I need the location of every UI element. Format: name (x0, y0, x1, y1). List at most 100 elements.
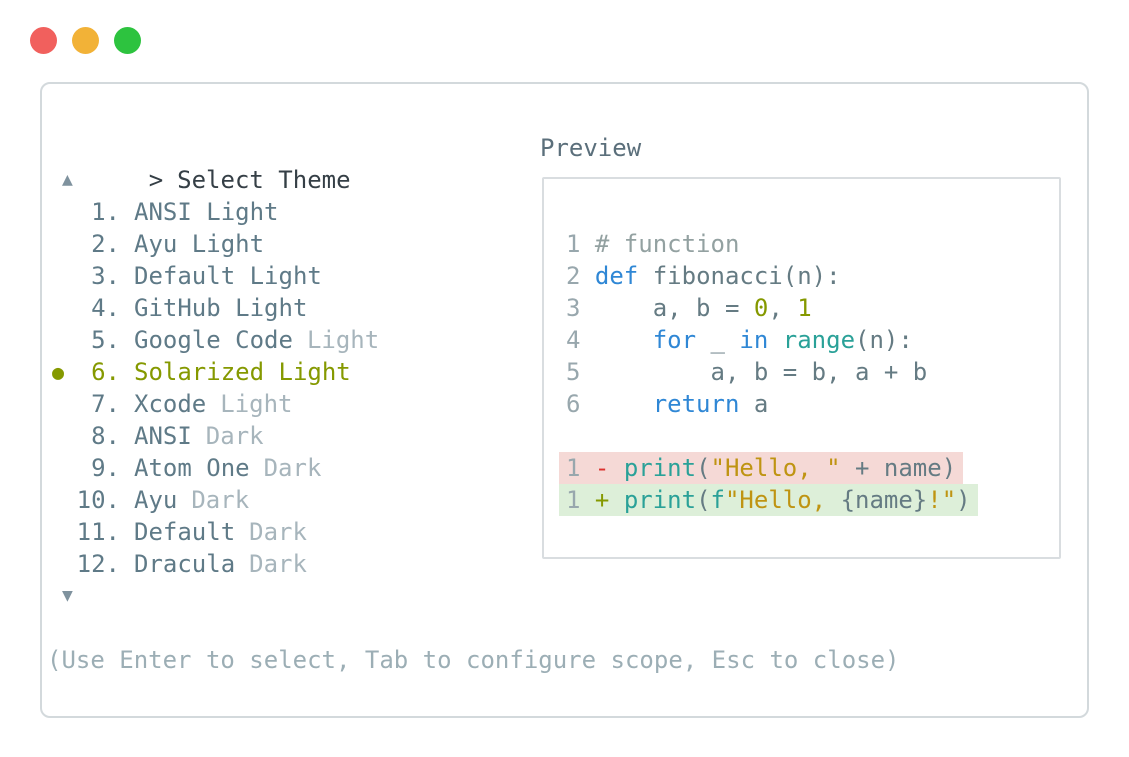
theme-item-label: Atom One (134, 454, 250, 482)
theme-item-number: 6. (91, 358, 120, 386)
theme-item-variant: Light (220, 390, 293, 418)
code-token: !" (927, 486, 957, 514)
theme-item-number: 8. (91, 422, 120, 450)
theme-item-number: 5. (91, 326, 120, 354)
code-token: for (652, 326, 697, 354)
code-token: in (739, 326, 769, 354)
code-line (566, 420, 1059, 452)
code-line: 2 def fibonacci(n): (566, 260, 1059, 292)
code-line: 1 # function (566, 228, 1059, 260)
line-number: 6 (566, 390, 595, 418)
theme-item-label: Google Code (134, 326, 293, 354)
help-text: (Use Enter to select, Tab to configure s… (47, 646, 900, 674)
theme-list-item[interactable]: 2. Ayu Light (42, 228, 542, 260)
code-token: - (594, 454, 624, 482)
line-number: 1 (566, 486, 595, 514)
code-token (768, 326, 782, 354)
theme-item-number: 3. (91, 262, 120, 290)
theme-item-label: Solarized Light (134, 358, 351, 386)
theme-item-number: 2. (91, 230, 120, 258)
code-line: 3 a, b = 0, 1 (566, 292, 1059, 324)
theme-item-label: ANSI Light (134, 198, 279, 226)
diff-added-line: 1 + print(f"Hello, {name}!") (559, 484, 1059, 516)
code-token: ) (956, 486, 971, 514)
theme-list-item[interactable]: ● 6. Solarized Light (42, 356, 542, 388)
theme-list-item[interactable]: 1. ANSI Light (42, 196, 542, 228)
zoom-button[interactable] (114, 27, 141, 54)
theme-item-variant: Light (306, 326, 380, 354)
theme-list-item[interactable]: 5. Google Code Light (42, 324, 542, 356)
code-token: fibonacci(n): (638, 262, 841, 290)
line-number: 2 (566, 262, 595, 290)
code-token: return (652, 390, 740, 418)
code-token (595, 326, 653, 354)
prompt-symbol: > (148, 166, 164, 194)
theme-list-item[interactable]: 10. Ayu Dark (42, 484, 542, 516)
theme-item-number: 12. (76, 550, 120, 578)
theme-item-label: GitHub Light (134, 294, 308, 322)
theme-list-item[interactable]: 3. Default Light (42, 260, 542, 292)
code-token: def (594, 262, 639, 290)
code-token: (n): (855, 326, 913, 354)
diff-removed-line: 1 - print("Hello, " + name) (559, 452, 1059, 484)
scroll-up-icon[interactable]: ▲ (62, 169, 73, 190)
close-button[interactable] (30, 27, 57, 54)
theme-item-label: Default (134, 518, 236, 546)
theme-item-variant: Dark (249, 518, 307, 546)
code-token: _ (696, 326, 740, 354)
theme-list-item[interactable]: 8. ANSI Dark (42, 420, 542, 452)
window-controls (30, 27, 141, 54)
code-token: 0 (753, 294, 769, 322)
code-token: "Hello, (724, 486, 841, 514)
code-token: a, b = (594, 294, 754, 322)
code-token: ( (696, 486, 711, 514)
selected-bullet-icon: ● (52, 360, 65, 384)
preview-label: Preview (540, 134, 642, 162)
scroll-down-icon[interactable]: ▼ (62, 585, 73, 606)
line-number: 5 (566, 358, 595, 386)
code-token: {name} (840, 486, 928, 514)
code-token: a (739, 390, 769, 418)
code-line: 6 return a (566, 388, 1059, 420)
code-token: range (782, 326, 856, 354)
line-number: 3 (566, 294, 595, 322)
minimize-button[interactable] (72, 27, 99, 54)
theme-item-label: Ayu (134, 486, 178, 514)
theme-item-label: Dracula (134, 550, 236, 578)
theme-item-number: 10. (76, 486, 120, 514)
theme-item-label: ANSI (134, 422, 192, 450)
theme-item-variant: Dark (205, 422, 264, 450)
theme-list-item[interactable]: 9. Atom One Dark (42, 452, 542, 484)
code-token: ( (696, 454, 711, 482)
theme-item-number: 9. (91, 454, 120, 482)
theme-item-label: Default Light (134, 262, 322, 290)
code-token: a, b = b, a + b (594, 358, 928, 386)
theme-list-item[interactable]: 4.GitHub Light (42, 292, 542, 324)
theme-list-item[interactable]: 12. Dracula Dark (42, 548, 542, 580)
line-number: 1 (566, 454, 595, 482)
theme-item-label: Ayu Light (134, 230, 265, 258)
theme-item-number: 1. (91, 198, 120, 226)
code-token: "Hello, " (710, 454, 841, 482)
line-number: 1 (566, 230, 595, 258)
code-token: # function (594, 230, 740, 258)
theme-item-variant: Dark (191, 486, 250, 514)
theme-item-variant: Dark (249, 550, 307, 578)
code-line: 4 for _ in range(n): (566, 324, 1059, 356)
code-token: print (623, 454, 697, 482)
code-token: + name) (840, 454, 957, 482)
theme-item-label: Xcode (134, 390, 207, 418)
theme-item-variant: Dark (263, 454, 322, 482)
dialog-header: >Select Theme (62, 132, 351, 194)
code-token: f (710, 486, 725, 514)
code-token: print (623, 486, 697, 514)
code-token: 1 (797, 294, 812, 322)
code-token: , (768, 294, 798, 322)
code-line: 5 a, b = b, a + b (566, 356, 1059, 388)
